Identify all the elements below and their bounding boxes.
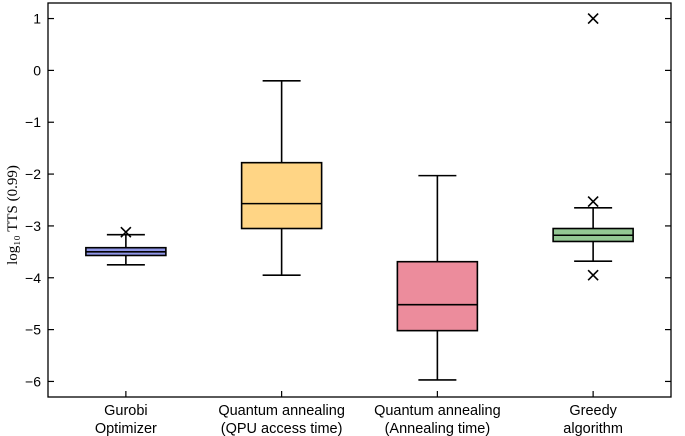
- y-axis-label: log₁₀ TTS (0.99): [5, 165, 21, 265]
- outlier-marker: [587, 195, 599, 208]
- x-category-label-line2: (Annealing time): [385, 421, 491, 436]
- axes: [47, 2, 672, 398]
- x-category-label: Quantum annealing (Annealing time): [374, 403, 501, 436]
- y-axis-ticks: 1 0 −1 −2 −3 −4 −5 −6: [25, 11, 671, 389]
- x-category-label: Quantum annealing (QPU access time): [218, 403, 345, 436]
- x-category-label: Greedy algorithm: [563, 403, 623, 436]
- y-tick-label: −4: [25, 270, 41, 286]
- box-iqr: [240, 161, 323, 230]
- x-category-label-line1: Gurobi: [104, 403, 148, 419]
- outlier-marker: [120, 226, 132, 238]
- y-tick-label: −1: [25, 114, 41, 130]
- x-category-label-line2: Optimizer: [95, 421, 157, 436]
- y-tick-label: 1: [33, 11, 41, 27]
- x-category-label-line2: algorithm: [563, 421, 623, 436]
- y-tick-label: −6: [25, 373, 41, 389]
- outlier-stroke: [587, 269, 599, 281]
- outlier-marker: [587, 12, 599, 25]
- box-series: [85, 12, 634, 381]
- outlier-marker: [587, 269, 599, 281]
- y-tick-label: −2: [25, 166, 41, 182]
- x-category-label-line1: Greedy: [569, 403, 617, 419]
- y-tick-label: 0: [33, 62, 41, 78]
- box-group: [85, 226, 167, 266]
- plot-frame: [47, 2, 672, 398]
- x-category-label-line2: (QPU access time): [221, 421, 343, 436]
- box-iqr: [396, 260, 479, 332]
- outlier-stroke: [587, 12, 599, 25]
- outlier-stroke: [120, 226, 132, 238]
- box-group: [240, 79, 323, 276]
- y-tick-label: −5: [25, 322, 41, 338]
- y-tick-label: −3: [25, 218, 41, 234]
- outlier-stroke: [587, 195, 599, 208]
- x-category-label-line1: Quantum annealing: [218, 403, 345, 419]
- box-group: [552, 12, 634, 281]
- box-group: [396, 174, 479, 381]
- x-category-label-line1: Quantum annealing: [374, 403, 501, 419]
